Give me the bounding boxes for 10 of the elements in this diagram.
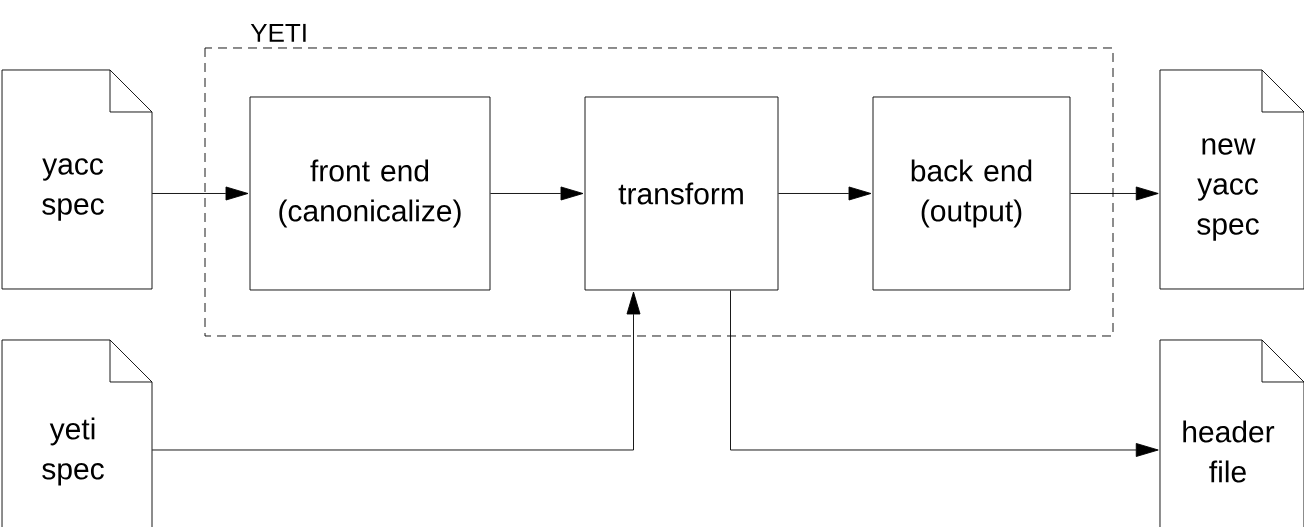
arrow [778,186,872,201]
arrow [730,290,1159,457]
arrow [151,186,249,201]
process-box: front end (canonicalize) [249,96,491,291]
process-box: transform [584,96,779,291]
arrow [490,186,584,201]
arrow [151,291,641,451]
process-box: back end (output) [872,96,1071,291]
arrow [1070,186,1159,201]
node-label: YETI [250,23,306,42]
